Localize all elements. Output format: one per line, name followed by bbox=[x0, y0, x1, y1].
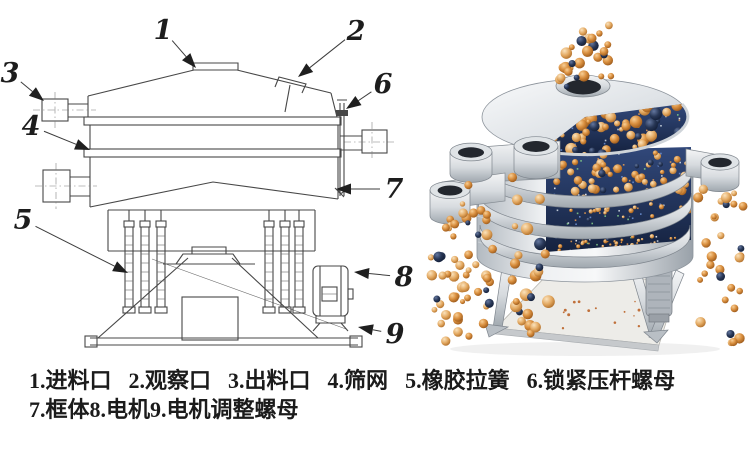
callout-3: 3 bbox=[1, 58, 44, 101]
ball-streams bbox=[426, 21, 748, 347]
frame-and-base bbox=[84, 209, 363, 348]
upper-body-outline bbox=[83, 62, 342, 208]
callout-number-7: 7 bbox=[385, 174, 404, 205]
callout-number-6: 6 bbox=[374, 69, 393, 100]
technical-line-diagram: 1 2 34 5 6 7 8 9 bbox=[1, 15, 414, 350]
callout-layer: 1 2 34 5 6 7 8 9 bbox=[1, 15, 414, 350]
ground-shadow bbox=[450, 342, 720, 356]
legend-item-1: 1.进料口 bbox=[29, 368, 112, 393]
machine-3d-render bbox=[426, 21, 748, 356]
callout-7: 7 bbox=[336, 174, 404, 205]
callout-9: 9 bbox=[358, 319, 405, 350]
legend-item-7: 7.框体 bbox=[29, 397, 90, 422]
callout-8: 8 bbox=[354, 262, 414, 293]
legend-item-3: 3.出料口 bbox=[228, 368, 311, 393]
outlet-spouts bbox=[33, 92, 394, 209]
callout-4: 4 bbox=[22, 111, 90, 150]
legend-item-2: 2.观察口 bbox=[128, 368, 212, 393]
callout-number-9: 9 bbox=[386, 319, 405, 350]
legend-line-2: 7.框体8.电机9.电机调整螺母 bbox=[29, 395, 744, 424]
springs bbox=[122, 210, 306, 314]
callout-number-5: 5 bbox=[14, 205, 33, 236]
callout-number-3: 3 bbox=[1, 58, 20, 89]
callout-number-2: 2 bbox=[346, 16, 366, 47]
callout-6: 6 bbox=[346, 69, 393, 109]
feed-inlet bbox=[555, 74, 611, 98]
callout-1: 1 bbox=[154, 15, 196, 68]
callout-2: 2 bbox=[298, 16, 365, 77]
callout-number-4: 4 bbox=[22, 111, 41, 142]
legend-item-4: 4.筛网 bbox=[327, 368, 389, 393]
motor-line-drawing bbox=[312, 265, 354, 332]
parts-legend: 1.进料口 2.观察口 3.出料口 4.筛网 5.橡胶拉簧 6.锁紧压杆螺母 7.框体8.… bbox=[29, 366, 744, 424]
legend-item-9: 9.电机调整螺母 bbox=[150, 397, 299, 422]
legend-line-1: 1.进料口 2.观察口 3.出料口 4.筛网 5.橡胶拉簧 6.锁紧压杆螺母 bbox=[29, 366, 744, 395]
callout-number-8: 8 bbox=[394, 262, 414, 293]
callout-number-1: 1 bbox=[154, 15, 173, 46]
legend-item-6: 6.锁紧压杆螺母 bbox=[526, 368, 676, 393]
discharge-spouts bbox=[429, 136, 740, 225]
legend-item-8: 8.电机 bbox=[89, 397, 151, 422]
callout-5: 5 bbox=[14, 205, 128, 273]
base-plate bbox=[494, 273, 680, 352]
clamp-bar bbox=[334, 99, 348, 198]
lid-rim bbox=[540, 102, 690, 157]
legend-item-5: 5.橡胶拉簧 bbox=[405, 368, 510, 393]
